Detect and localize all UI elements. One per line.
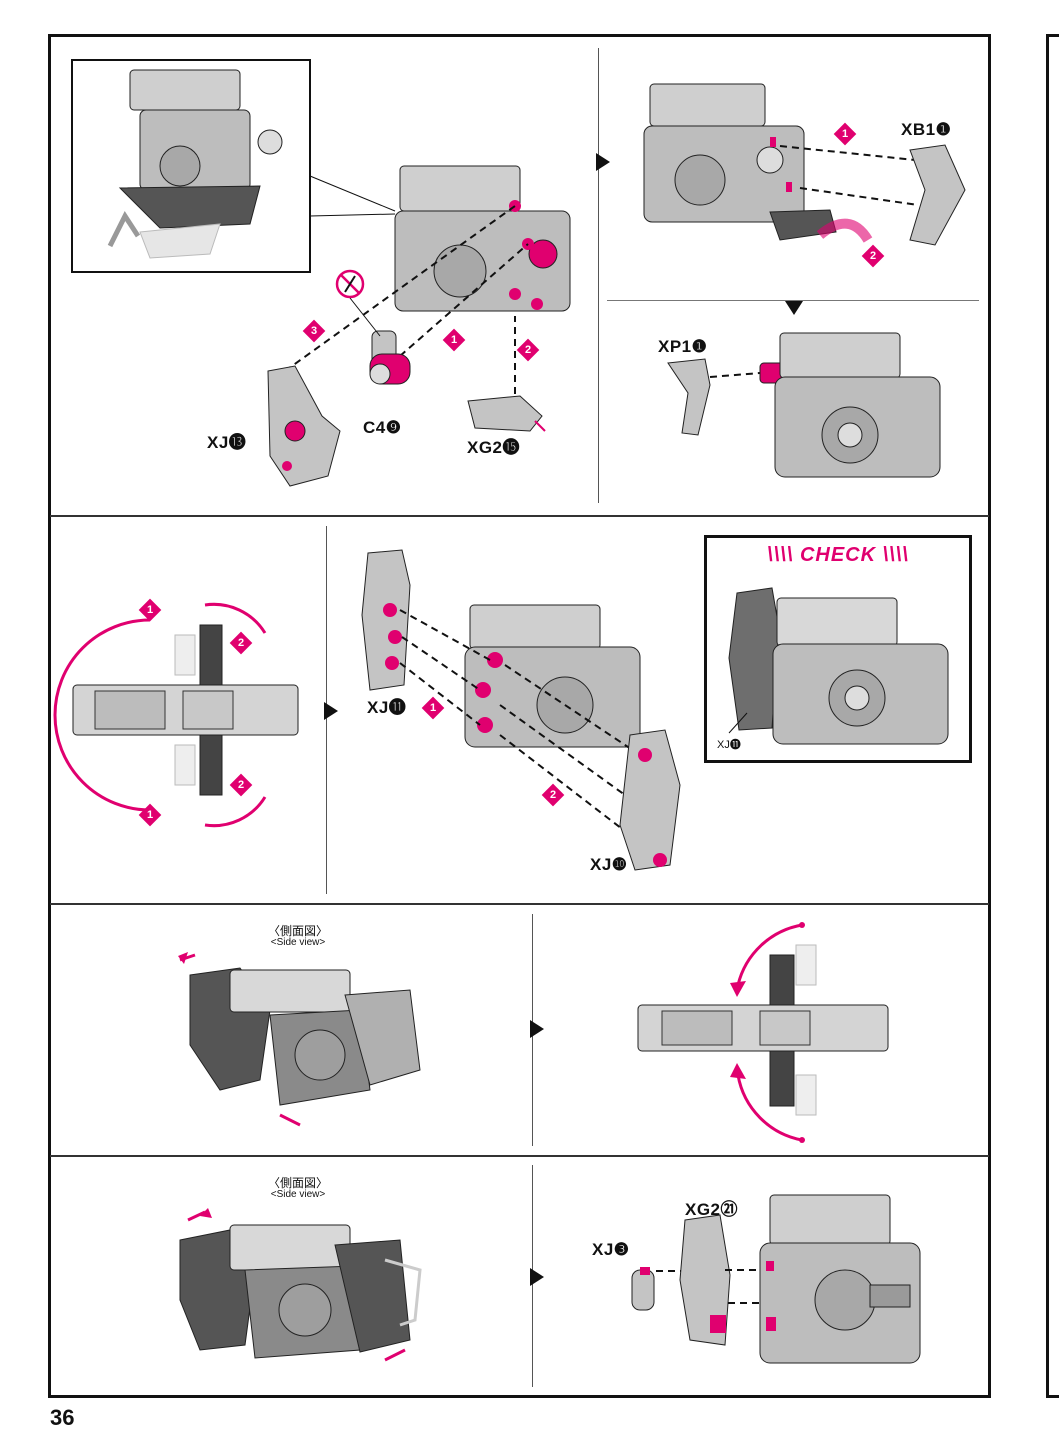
side-view-title-jp: 〈側面図〉: [267, 1176, 328, 1190]
next-step-arrow-1: [596, 153, 610, 171]
step-marker-3: 3: [302, 319, 326, 343]
rotation-illustration: [53, 602, 299, 828]
part-label-xg221: XG2㉑: [685, 1200, 739, 1219]
page-number: 36: [50, 1405, 75, 1430]
page-frame: [48, 34, 991, 1398]
part-label-xj11: XJ⓫: [367, 698, 407, 717]
side-view-illustration-1: [178, 952, 421, 1127]
assembly-illustration-2: [643, 83, 966, 246]
side-view-panel-2: [160, 1200, 520, 1390]
check-box: \\\\ CHECK \\\\ XJ⓫: [704, 535, 972, 763]
sub-divider: [607, 300, 979, 301]
assembly-illustration-5: [361, 549, 681, 871]
step-panel-4: 1 2 2 1: [53, 525, 325, 900]
col-divider-row1: [598, 48, 599, 503]
part-label-c49: C4❾: [363, 418, 402, 437]
side-view-title-en: <Side view>: [270, 1189, 326, 1200]
side-view-title-en: <Side view>: [270, 937, 326, 948]
rotation-illustration-2: [637, 922, 889, 1143]
row-divider-3: [50, 1155, 989, 1157]
step-marker-1: 1: [833, 122, 857, 146]
step-marker-1: 1: [442, 328, 466, 352]
part-label-xj11-check: XJ⓫: [717, 739, 741, 751]
assembly-illustration-3: [667, 332, 941, 478]
next-step-arrow-4: [530, 1020, 544, 1038]
step-marker-1: 1: [138, 803, 162, 827]
step-panel-2: 1 2 XB1❶: [610, 40, 988, 298]
step-marker-2: 2: [229, 631, 253, 655]
step-panel-8: XG2㉑ XJ❸: [580, 1185, 980, 1390]
step-marker-1: 1: [138, 598, 162, 622]
assembly-illustration-8: [631, 1194, 921, 1364]
row-divider-1: [50, 515, 989, 517]
step-panel-1: 3 1 2 XJ⓭ C4❾ XG2⓯: [50, 36, 598, 515]
step-panel-3: XP1❶: [610, 315, 988, 505]
step-panel-5: XJ⓫ 1 2 XJ❿: [340, 525, 700, 900]
next-page-frame-edge: [1046, 34, 1059, 1398]
next-step-arrow-3: [324, 702, 338, 720]
next-step-arrow-5: [530, 1268, 544, 1286]
step-marker-2: 2: [229, 773, 253, 797]
rotation-panel-2: [620, 915, 980, 1150]
side-view-title-jp: 〈側面図〉: [267, 924, 328, 938]
step-marker-2: 2: [861, 244, 885, 268]
row-divider-2: [50, 903, 989, 905]
step-marker-2: 2: [516, 338, 540, 362]
part-label-xj13: XJ⓭: [207, 433, 247, 452]
part-label-xj3: XJ❸: [592, 1240, 630, 1259]
check-title: \\\\ CHECK \\\\: [767, 544, 909, 566]
step-marker-1: 1: [421, 696, 445, 720]
assembly-illustration-1: [71, 59, 571, 487]
next-step-arrow-2: [785, 301, 803, 315]
step-marker-2: 2: [541, 783, 565, 807]
part-label-xg215: XG2⓯: [467, 438, 521, 457]
check-illustration: [728, 587, 949, 745]
part-label-xj10: XJ❿: [590, 855, 628, 874]
side-view-panel-1: [160, 950, 520, 1150]
part-label-xb11: XB1❶: [901, 120, 952, 139]
part-label-xp11: XP1❶: [658, 337, 708, 356]
side-view-illustration-2: [179, 1208, 422, 1362]
